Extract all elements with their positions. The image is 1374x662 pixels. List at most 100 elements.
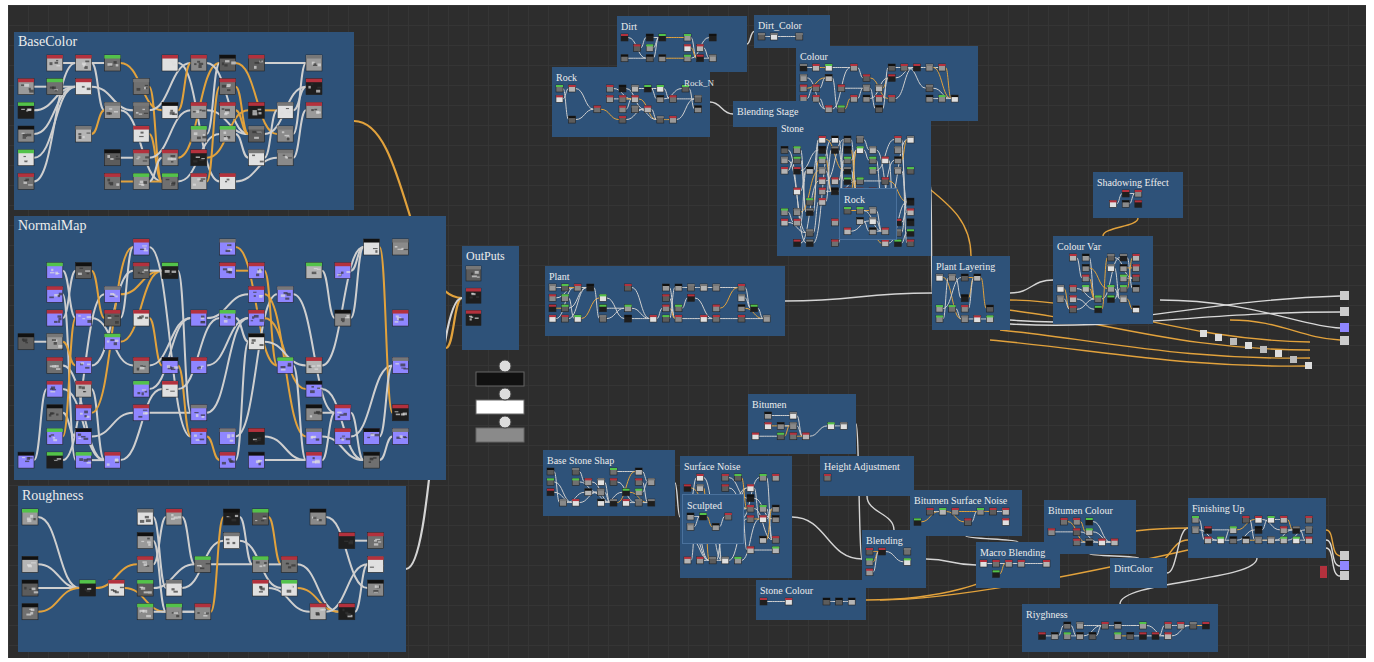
thumbnail-node [569,116,576,123]
thumbnail-node [310,604,326,620]
thumbnail-node [844,207,851,214]
thumbnail-node [802,433,809,440]
thumbnail-node [1255,526,1262,533]
thumbnail-node [907,198,914,205]
thumb-wire [1025,563,1043,564]
thumbnail-node [162,102,178,118]
thumbnail-node [137,533,153,549]
thumbnail-node [819,167,826,174]
thumbnail-node [747,495,754,502]
thumbnail-node [684,55,691,62]
thumbnail-node [785,598,792,605]
node-frame: Finishing Up [1188,498,1326,558]
thumb-wire [628,38,646,59]
thumbnail-node [306,405,322,421]
thumb-wire [293,110,306,157]
thumb-wire [1105,542,1111,543]
thumb-wire [293,365,306,460]
thumbnail-node [926,64,933,71]
thumb-wire [34,389,47,460]
thumbnail-node [725,513,732,520]
thumb-wire [639,99,657,120]
thumbnail-node [806,229,813,236]
thumb-wire [632,318,650,319]
thumbnail-node [621,55,628,62]
thumbnail-node [18,334,34,350]
node-wire [1010,280,1053,293]
thumb-wire [626,99,632,109]
node-frame: Bitumen Surface Noise [910,490,1022,536]
thumbnail-node [1120,254,1127,261]
thumbnail-node [1086,518,1093,525]
thumb-wire [864,150,870,160]
thumb-wire [178,63,191,110]
thumb-wire [664,119,670,120]
thumbnail-node [597,478,604,485]
thumbnail-node [1205,526,1212,533]
thumbnail-node [306,381,323,397]
thumbnail-node [47,55,63,71]
frame-title: Dirt_Color [754,19,806,33]
thumb-wire [981,318,987,319]
thumbnail-node [1089,632,1096,639]
thumbnail-node [306,102,322,118]
thumbnail-node [572,478,579,485]
thumbnail-node [1051,632,1058,639]
thumbnail-node [1005,560,1012,567]
frame-title: Bitumen Colour [1044,504,1117,518]
thumbnail-node [137,509,153,525]
thumbnail-node [857,146,864,153]
thumbnail-node [1305,526,1312,533]
thumbnail-node [662,284,669,291]
thumbnail-node [392,405,408,421]
thumbnail-node [1070,285,1077,292]
thumb-wire [754,518,760,519]
thumbnail-node [781,167,788,174]
thumb-wire [745,288,751,309]
thumbnail-node [675,284,682,291]
thumbnail-node [675,315,682,322]
thumbnail-node [619,116,626,123]
thumbnail-node [635,478,642,485]
thumbnail-node [248,55,264,71]
thumbnail-node [986,305,993,312]
thumbnail-node [1064,622,1071,629]
thumbnail-node [936,305,943,312]
thumbnail-node [772,515,779,522]
thumbnail-node [1165,632,1172,639]
thumbnail-node [306,452,322,468]
thumb-wire [784,426,790,436]
thumbnail-node [562,284,569,291]
thumbnail-node [760,536,767,543]
thumb-wire [778,36,796,37]
thumbnail-node [547,478,554,485]
thumbnail-node [869,157,876,164]
thumb-wire [864,221,870,231]
thumbnail-node [1039,632,1046,639]
thumbnail-node [646,55,653,62]
thumbnail-node [819,136,826,143]
thumbnail-node [936,274,943,281]
thumb-wire [788,212,794,222]
thumb-wire [1080,542,1086,543]
thumb-wire [34,63,76,181]
thumbnail-node [47,428,63,444]
node-frame: Riyghness [1022,604,1218,652]
thumbnail-node [747,515,754,522]
thumbnail-node [949,305,956,312]
thumb-wire [569,288,587,319]
thumb-wire [182,611,195,613]
thumbnail-node [220,173,236,189]
frame-title: Blending Stage [733,105,802,119]
thumbnail-node [635,468,642,475]
thumbnail-node [949,274,956,281]
thumb-wire [556,288,574,319]
node-frame: StoneRock [777,118,931,256]
thumbnail-node [1070,254,1077,261]
thumb-wire [355,564,368,611]
thumb-wire [576,89,594,110]
thumb-wire [641,38,647,48]
thumbnail-node [1133,306,1140,313]
thumb-wire [801,181,819,243]
